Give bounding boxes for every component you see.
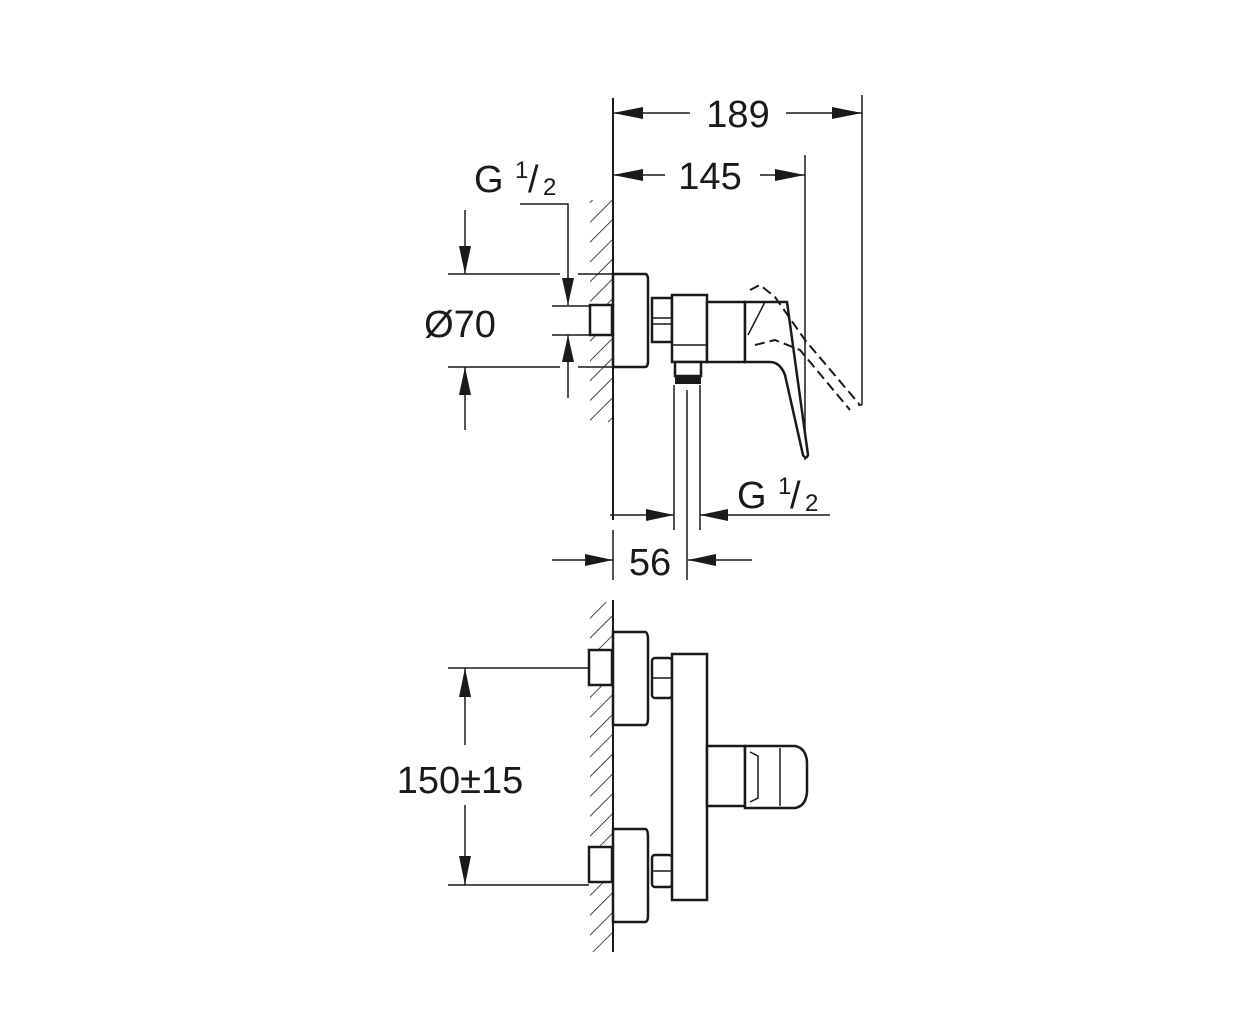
inlet-stub-upper [587, 648, 614, 687]
dimension-189: 189 [613, 94, 863, 406]
dimension-diameter-70: Ø70 [424, 210, 613, 430]
rosette-upper [611, 630, 650, 727]
mixer-body-front [670, 652, 709, 902]
side-view: 189 145 G 1 / 2 [424, 94, 863, 584]
inlet-stub-lower [587, 845, 614, 884]
rosette [611, 272, 650, 369]
dimension-145: 145 [613, 155, 806, 460]
rosette-lower [611, 827, 650, 924]
lever-open-position-lower [754, 338, 851, 411]
dimension-label-56: 56 [629, 542, 671, 584]
thread-denominator: 2 [805, 490, 818, 517]
dimension-label-diameter: Ø70 [424, 304, 496, 346]
mixer-body [670, 293, 709, 364]
inlet-stub [588, 303, 614, 337]
thread-prefix: G [474, 159, 504, 201]
dimension-label-145: 145 [678, 156, 741, 198]
thread-callout-outlet: G 1 / 2 [610, 473, 830, 521]
thread-numerator: 1 [778, 473, 791, 500]
thread-denominator: 2 [543, 174, 556, 201]
thread-slash: / [528, 159, 539, 201]
lever-handle [743, 300, 810, 459]
connection-nut [650, 296, 674, 344]
thread-numerator: 1 [515, 157, 528, 184]
cartridge-housing [705, 300, 747, 364]
lever-front [743, 744, 809, 810]
cartridge-housing-front [705, 744, 747, 808]
front-view: 150±15 [397, 600, 809, 952]
dimension-label-189: 189 [706, 94, 769, 136]
outlet-fitting [673, 360, 703, 378]
thread-slash: / [790, 475, 801, 517]
lever-open-position [749, 283, 861, 406]
thread-callout-inlet: G 1 / 2 [474, 157, 590, 398]
dimension-label-150: 150±15 [397, 760, 524, 802]
mixer-side [588, 272, 861, 459]
thread-prefix: G [737, 475, 767, 517]
dimension-150: 150±15 [397, 667, 589, 886]
dimension-56: 56 [552, 530, 752, 584]
